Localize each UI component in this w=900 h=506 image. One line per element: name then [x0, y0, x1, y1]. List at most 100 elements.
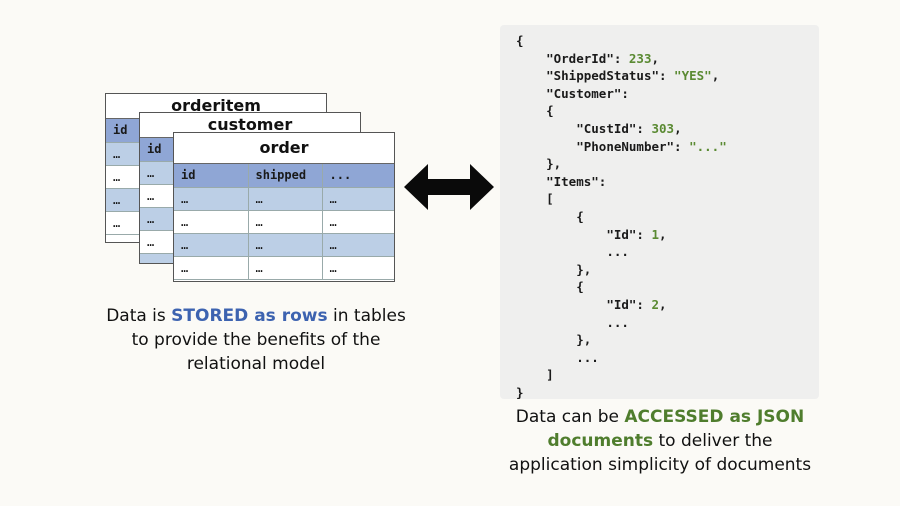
json-caption-line-3: application simplicity of documents — [508, 455, 812, 475]
json-text: { — [516, 33, 524, 48]
table-cell: … — [248, 233, 323, 257]
json-line: } — [516, 384, 524, 402]
json-line: ... — [516, 314, 629, 332]
json-indent — [516, 332, 576, 347]
table-row: … … … — [174, 187, 394, 211]
json-text: { — [576, 209, 584, 224]
order-table-title: order — [174, 133, 394, 164]
json-text: } — [516, 385, 524, 400]
table-cell: … — [322, 233, 394, 257]
order-table-grid: id shipped ... … … … … … … … … … … … … — [174, 164, 394, 280]
table-row: … … … — [174, 233, 394, 257]
json-line: "Customer": — [516, 85, 629, 103]
table-row: … … … — [174, 210, 394, 234]
table-cell: … — [322, 210, 394, 234]
json-line: ... — [516, 243, 629, 261]
table-cell: … — [174, 233, 249, 257]
json-line: }, — [516, 261, 591, 279]
json-indent — [516, 279, 576, 294]
json-line: { — [516, 278, 584, 296]
column-header-more: ... — [322, 164, 394, 188]
json-text: ] — [546, 367, 554, 383]
json-indent — [516, 315, 606, 330]
json-line: "CustId": 303, — [516, 120, 681, 138]
json-line: "ShippedStatus": "YES", — [516, 67, 719, 85]
caption-text: in tables — [327, 306, 406, 326]
documents-highlight: documents — [547, 431, 654, 451]
json-text: { — [546, 103, 554, 119]
json-indent — [516, 262, 576, 277]
json-value: "..." — [689, 138, 727, 154]
json-line: ] — [516, 366, 554, 384]
json-indent — [516, 367, 546, 382]
double-headed-arrow-icon — [404, 164, 494, 210]
json-value: 303 — [651, 121, 675, 136]
json-text: ... — [606, 244, 629, 260]
json-text: }, — [576, 332, 592, 348]
table-cell: … — [174, 210, 249, 234]
json-key: "Id": — [606, 297, 652, 312]
json-indent — [516, 68, 546, 83]
caption-text: Data can be — [515, 407, 625, 427]
order-table: order id shipped ... … … … … … … … … … …… — [173, 132, 395, 282]
json-indent — [516, 297, 606, 312]
table-cell: … — [248, 187, 323, 211]
table-header-row: id shipped ... — [174, 164, 394, 188]
json-key: "OrderId": — [546, 50, 629, 66]
json-indent — [516, 156, 546, 171]
relational-caption-line-1: Data is STORED as rows in tables — [96, 304, 416, 328]
json-indent — [516, 191, 546, 206]
json-text: ... — [606, 314, 629, 330]
json-line: { — [516, 32, 524, 50]
json-indent — [516, 103, 546, 118]
json-key: "PhoneNumber": — [576, 138, 690, 154]
json-key: "Id": — [606, 226, 652, 242]
json-text: ... — [576, 349, 599, 365]
table-cell: … — [174, 187, 249, 211]
json-key: "Items": — [546, 173, 607, 189]
json-key: "CustId": — [576, 121, 652, 136]
json-text: , — [659, 226, 667, 242]
json-indent — [516, 174, 546, 189]
table-cell: … — [322, 256, 394, 280]
json-indent — [516, 121, 576, 136]
json-value: 1 — [651, 226, 659, 242]
json-line: "Id": 1, — [516, 226, 667, 244]
json-text: , — [711, 68, 720, 84]
accessed-as-json-highlight: ACCESSED as JSON — [624, 407, 805, 427]
json-text: }, — [546, 156, 562, 172]
json-document: { "OrderId": 233, "ShippedStatus": "YES"… — [500, 25, 819, 402]
json-line: "PhoneNumber": "..." — [516, 138, 727, 156]
json-indent — [516, 244, 606, 259]
json-indent — [516, 51, 546, 66]
json-indent — [516, 139, 576, 154]
json-text: }, — [576, 261, 592, 277]
json-line: { — [516, 208, 584, 226]
table-cell: … — [174, 256, 249, 280]
table-cell: … — [322, 187, 394, 211]
json-key: "Customer": — [546, 85, 629, 101]
json-key: "ShippedStatus": — [546, 68, 675, 84]
json-line: { — [516, 102, 554, 120]
relational-caption-line-3: relational model — [186, 354, 326, 374]
relational-caption-line-2: to provide the benefits of the — [131, 330, 381, 350]
caption-text: Data is — [106, 306, 172, 326]
json-indent — [516, 227, 606, 242]
json-value: "YES" — [674, 68, 712, 84]
json-line: }, — [516, 155, 561, 173]
json-line: "Id": 2, — [516, 296, 667, 314]
caption-text: to deliver the — [653, 431, 773, 451]
json-caption: Data can be ACCESSED as JSON documents t… — [500, 405, 820, 477]
json-line: "OrderId": 233, — [516, 50, 659, 68]
table-cell: … — [248, 256, 323, 280]
json-indent — [516, 86, 546, 101]
json-indent — [516, 209, 576, 224]
json-text: , — [651, 50, 660, 66]
json-caption-line-2: documents to deliver the — [500, 429, 820, 453]
json-value: 233 — [628, 50, 652, 66]
table-cell: … — [248, 210, 323, 234]
json-text: { — [576, 279, 584, 295]
column-header-id: id — [174, 164, 249, 188]
json-text: , — [659, 297, 667, 312]
json-text: [ — [546, 191, 554, 207]
